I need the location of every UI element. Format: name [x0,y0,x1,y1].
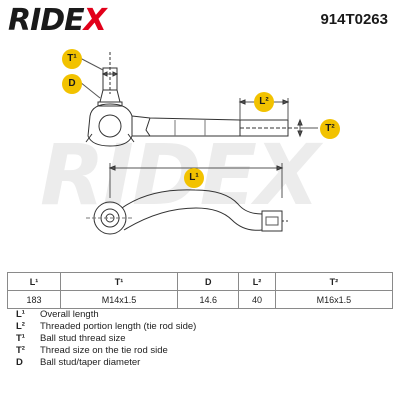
specs-header-cell: L¹ [7,272,61,291]
specs-value-row: 183 M14x1.5 14.6 40 M16x1.5 [7,290,394,309]
legend-desc: Ball stud/taper diameter [40,357,141,368]
legend-desc: Threaded portion length (tie rod side) [40,321,197,332]
legend-key: L¹ [16,309,25,320]
top-curved-arm [121,189,263,231]
specs-value-cell: M14x1.5 [59,290,179,309]
specs-value-cell: M16x1.5 [274,290,394,309]
specs-value-cell: 14.6 [177,290,240,309]
brand-logo: RIDEX [8,3,107,38]
legend-key: D [16,357,23,368]
legend-key: L² [16,321,25,332]
specs-table: L¹ T¹ D L² T² 183 M14x1.5 14.6 40 M16x1.… [7,272,394,309]
legend-desc: Overall length [40,309,99,320]
top-threaded-end [261,210,283,232]
specs-header-cell: D [177,272,240,291]
specs-header-cell: T¹ [59,272,179,291]
specs-header-cell: L² [238,272,276,291]
specs-value-cell: 40 [238,290,276,309]
ball-housing [87,103,133,147]
t2-marker: T² [320,119,340,139]
d-marker: D [62,74,82,94]
legend-item: T¹ Ball stud thread size [16,333,386,345]
t1-marker: T¹ [62,49,82,69]
specs-header-cell: T² [274,272,394,291]
legend-key: T¹ [16,333,25,344]
stud-taper [99,89,121,103]
header: RIDEX 914T0263 [0,0,400,40]
legend-desc: Ball stud thread size [40,333,126,344]
legend-item: L¹ Overall length [16,309,386,321]
legend: L¹ Overall length L² Threaded portion le… [16,309,386,369]
legend-item: T² Thread size on the tie rod side [16,345,386,357]
technical-drawing: RIDEX [0,38,400,270]
part-number: 914T0263 [320,11,388,28]
legend-key: T² [16,345,25,356]
tie-rod-end-drawing [79,52,318,235]
l1-marker: L¹ [184,168,204,188]
legend-item: D Ball stud/taper diameter [16,357,386,369]
l2-marker: L² [254,92,274,112]
brand-watermark: RIDEX [40,126,320,224]
legend-item: L² Threaded portion length (tie rod side… [16,321,386,333]
ball-joint [98,114,122,138]
legend-desc: Thread size on the tie rod side [40,345,168,356]
specs-header-row: L¹ T¹ D L² T² [7,272,394,291]
specs-value-cell: 183 [7,290,61,309]
